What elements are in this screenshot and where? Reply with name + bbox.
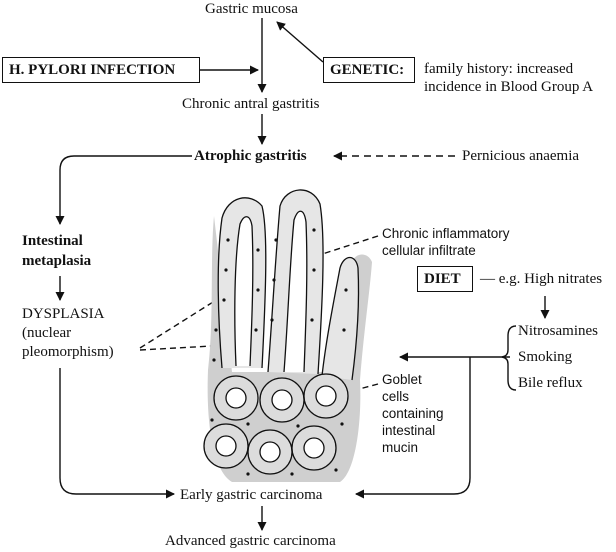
infiltrate-line1: Chronic inflammatory (382, 226, 510, 241)
leader-infiltrate (309, 235, 379, 259)
arrow-atrophic-to-metaplasia (55, 155, 192, 225)
dysplasia-line3: pleomorphism) (22, 344, 114, 360)
factors-bracket (501, 325, 517, 391)
goblet-line4: intestinal (382, 423, 436, 438)
infiltrate-line2: cellular infiltrate (382, 243, 476, 258)
genetic-note-line1: family history: increased (424, 61, 574, 77)
goblet-line5: mucin (382, 440, 419, 455)
histology-illustration (203, 189, 372, 482)
arrow-factors-to-early (355, 357, 471, 499)
early-carcinoma-label: Early gastric carcinoma (180, 487, 323, 503)
dysplasia-line1: DYSPLASIA (22, 306, 105, 322)
h-pylori-box: H. PYLORI INFECTION (2, 57, 200, 83)
genetic-note-line2: incidence in Blood Group A (424, 79, 594, 95)
goblet-line2: cells (382, 389, 410, 404)
atrophic-label: Atrophic gastritis (194, 148, 307, 164)
leader-dysplasia-2 (139, 345, 213, 351)
leader-dysplasia-1 (139, 279, 249, 349)
intestinal-line2: metaplasia (22, 253, 92, 269)
diet-note: — e.g. High nitrates (480, 271, 603, 287)
gastric-mucosa-label: Gastric mucosa (205, 1, 298, 17)
goblet-line3: containing (382, 406, 444, 421)
arrow-genetic-to-mucosa (276, 21, 324, 63)
dysplasia-line2: (nuclear (22, 325, 72, 341)
chronic-antral-label: Chronic antral gastritis (182, 96, 320, 112)
factor-smoking: Smoking (518, 349, 573, 365)
genetic-box: GENETIC: (323, 57, 415, 83)
arrow-dysplasia-to-early (59, 368, 175, 499)
factor-nitrosamines: Nitrosamines (518, 323, 598, 339)
pernicious-label: Pernicious anaemia (462, 148, 580, 164)
factor-bile-reflux: Bile reflux (518, 375, 583, 391)
advanced-carcinoma-label: Advanced gastric carcinoma (165, 533, 336, 549)
intestinal-line1: Intestinal (22, 233, 83, 249)
diet-box: DIET (417, 266, 473, 292)
goblet-line1: Goblet (382, 372, 422, 387)
